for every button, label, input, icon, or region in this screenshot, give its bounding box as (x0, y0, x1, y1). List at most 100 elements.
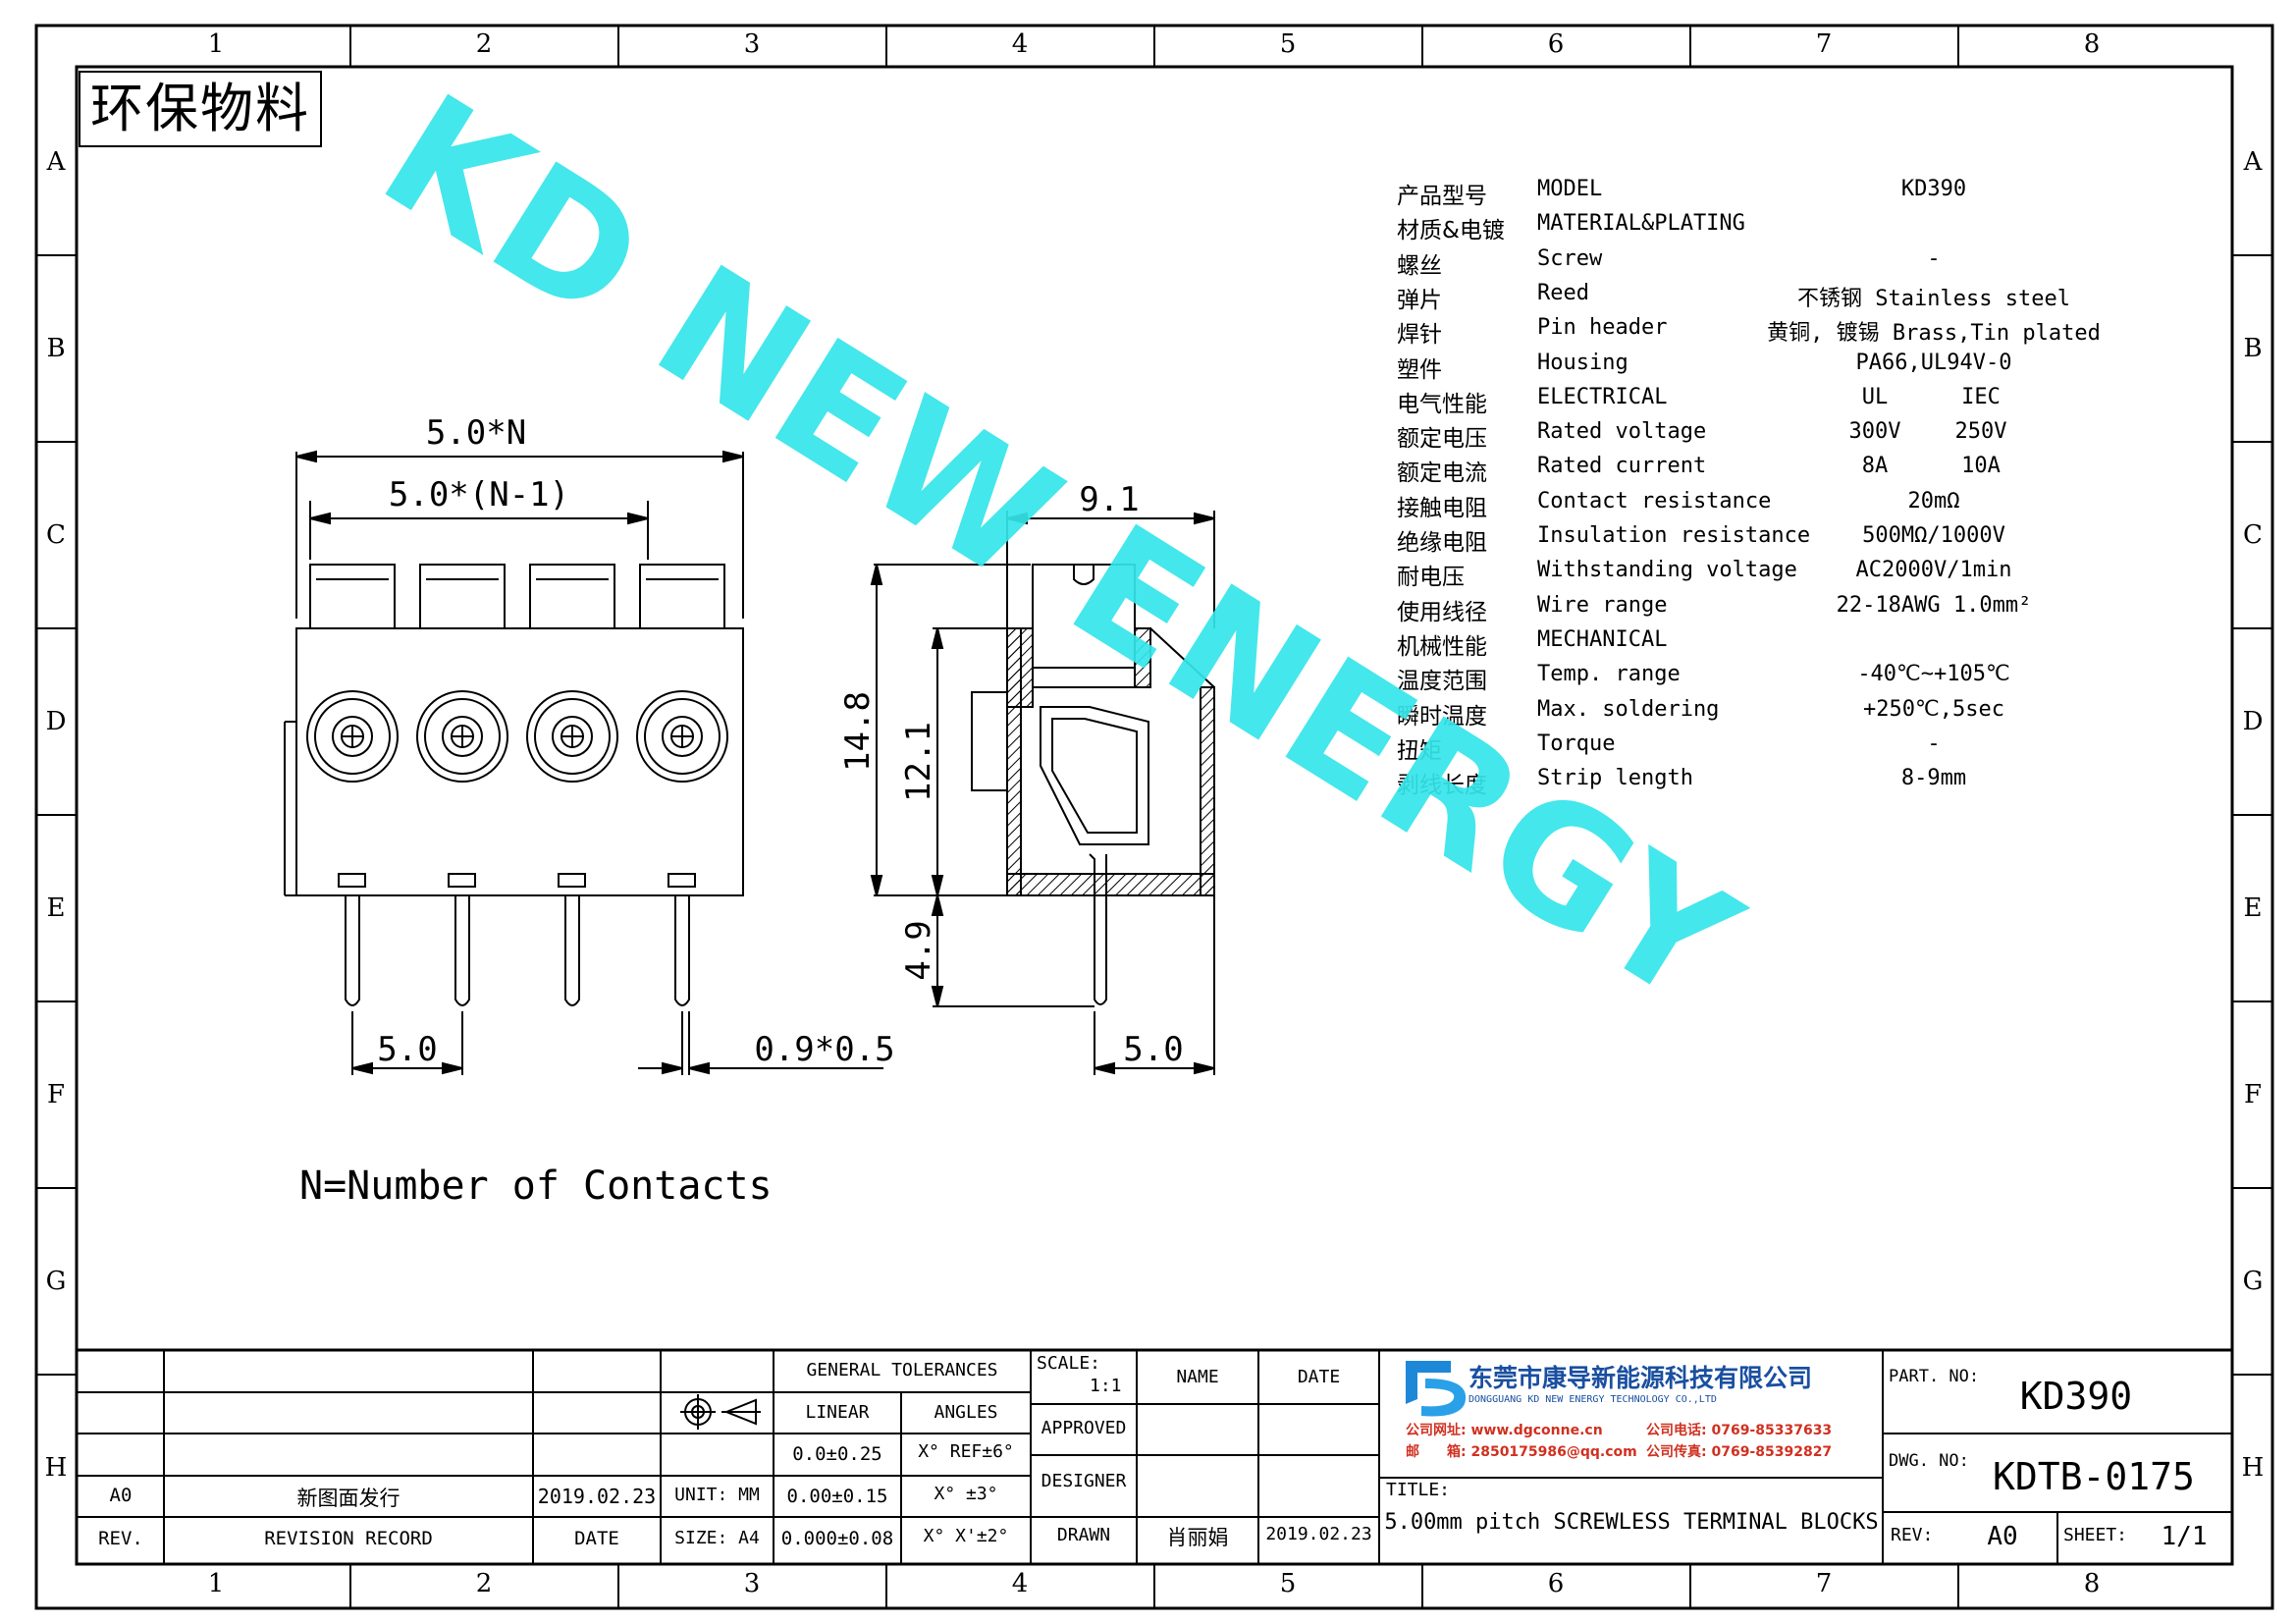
zone-row-d-right: D (2242, 707, 2264, 736)
zone-row-h-right: H (2241, 1453, 2265, 1483)
spec-label-en: Wire range (1537, 593, 1668, 618)
zone-col-4-top: 4 (1011, 29, 1029, 59)
zone-col-8-top: 8 (2083, 29, 2101, 59)
linear-label: LINEAR (805, 1402, 870, 1423)
company-name-en: DONGGUANG KD NEW ENERGY TECHNOLOGY CO.,L… (1468, 1394, 1717, 1405)
rev-date-label: DATE (574, 1528, 619, 1549)
spec-label-en: Withstanding voltage (1537, 558, 1797, 582)
spec-label-cn: 螺丝 (1397, 253, 1442, 279)
tol-linear-1: 0.0±0.25 (792, 1443, 882, 1465)
zone-row-a-right: A (2243, 147, 2263, 177)
drawn-label: DRAWN (1056, 1525, 1111, 1545)
dim-overall-width: 5.0*N (426, 413, 526, 453)
spec-label-en: Screw (1537, 246, 1603, 271)
tol-angle-1: X° REF±6° (918, 1441, 1014, 1462)
spec-label-cn: 绝缘电阻 (1397, 530, 1487, 556)
spec-label-cn: 剥线长度 (1397, 773, 1487, 798)
part-number: KD390 (2019, 1375, 2133, 1418)
spec-label-en: MATERIAL&PLATING (1537, 211, 1745, 236)
spec-label-cn: 瞬时温度 (1397, 704, 1487, 730)
sheet-value: 1/1 (2161, 1522, 2208, 1551)
dim-side-pitch: 5.0 (1123, 1030, 1183, 1069)
name-column-label: NAME (1176, 1367, 1219, 1387)
zone-col-3-top: 3 (743, 29, 761, 59)
spec-label-cn: 耐电压 (1397, 565, 1465, 590)
spec-value: - (1927, 731, 1941, 756)
zone-col-5-bottom: 5 (1279, 1569, 1297, 1598)
spec-label-en: Rated voltage (1537, 419, 1707, 444)
part-no-label: PART. NO: (1889, 1367, 1980, 1386)
spec-value-iec: IEC (1961, 385, 2001, 409)
spec-label-en: MODEL (1537, 177, 1603, 201)
spec-value: 22-18AWG 1.0mm² (1836, 593, 2032, 618)
zone-col-7-bottom: 7 (1815, 1569, 1833, 1598)
dim-pin-pitch: 5.0 (377, 1030, 437, 1069)
revision-record-label: REVISION RECORD (264, 1528, 433, 1549)
title-label: TITLE: (1386, 1480, 1451, 1500)
contacts-note: N=Number of Contacts (299, 1163, 773, 1209)
zone-col-4-bottom: 4 (1011, 1569, 1029, 1598)
zone-row-g-right: G (2242, 1267, 2264, 1296)
spec-value-ul: 8A (1861, 454, 1889, 478)
spec-label-en: Housing (1537, 351, 1629, 375)
zone-row-b-right: B (2243, 334, 2263, 363)
zone-row-f-left: F (46, 1080, 66, 1109)
eco-material-label: 环保物料 (79, 71, 322, 147)
spec-value: +250℃,5sec (1863, 697, 2004, 722)
zone-col-5-top: 5 (1279, 29, 1297, 59)
zone-row-g-left: G (45, 1267, 67, 1296)
zone-row-e-left: E (46, 893, 66, 923)
spec-value: - (1927, 246, 1941, 271)
date-column-label: DATE (1297, 1367, 1341, 1387)
zone-col-3-bottom: 3 (743, 1569, 761, 1598)
spec-label-cn: 焊针 (1397, 322, 1442, 348)
dwg-no-label: DWG. NO: (1889, 1451, 1969, 1471)
rev-date: 2019.02.23 (537, 1485, 657, 1508)
zone-col-1-bottom: 1 (207, 1569, 225, 1598)
designer-label: DESIGNER (1041, 1471, 1127, 1491)
spec-value-iec: 250V (1954, 419, 2007, 444)
spec-label-en: Rated current (1537, 454, 1707, 478)
dim-total-height: 14.8 (838, 691, 878, 772)
dim-pitch-span: 5.0*(N-1) (389, 475, 569, 514)
spec-label-cn: 额定电流 (1397, 460, 1487, 486)
spec-label-cn: 塑件 (1397, 357, 1442, 383)
dim-pin-section: 0.9*0.5 (754, 1030, 894, 1069)
rev-description: 新图面发行 (296, 1487, 400, 1510)
tol-angle-2: X° ±3° (934, 1484, 998, 1504)
general-tolerances-label: GENERAL TOLERANCES (806, 1360, 998, 1380)
zone-row-e-right: E (2243, 893, 2263, 923)
spec-label-en: Torque (1537, 731, 1616, 756)
spec-value: AC2000V/1min (1855, 558, 2012, 582)
spec-value: -40℃~+105℃ (1857, 662, 2010, 686)
spec-label-cn: 扭矩 (1397, 738, 1442, 764)
zone-row-b-left: B (46, 334, 66, 363)
spec-label-cn: 温度范围 (1397, 669, 1487, 694)
spec-label-cn: 额定电压 (1397, 426, 1487, 452)
scale-value: 1:1 (1090, 1376, 1122, 1396)
tol-linear-2: 0.00±0.15 (786, 1486, 888, 1507)
company-email: 邮 箱: 2850175986@qq.com (1406, 1444, 1637, 1460)
company-fax: 公司传真: 0769-85392827 (1646, 1444, 1833, 1460)
zone-row-d-left: D (45, 707, 67, 736)
zone-row-c-left: C (46, 520, 66, 550)
company-logo (1406, 1361, 1467, 1417)
spec-label-cn: 产品型号 (1397, 184, 1487, 209)
zone-row-f-right: F (2243, 1080, 2263, 1109)
rev-label: REV. (98, 1528, 143, 1549)
spec-label-cn: 接触电阻 (1397, 496, 1487, 521)
spec-value: 500MΩ/1000V (1862, 523, 2005, 548)
rev-code: A0 (109, 1485, 133, 1506)
size-label: SIZE: A4 (674, 1528, 760, 1548)
approved-label: APPROVED (1041, 1418, 1127, 1438)
drawing-number: KDTB-0175 (1993, 1455, 2195, 1498)
spec-value: 黄铜, 镀锡 Brass,Tin plated (1767, 321, 2101, 346)
zone-row-h-left: H (44, 1453, 68, 1483)
tol-angle-3: X° X'±2° (923, 1526, 1009, 1546)
company-website: 公司网址: www.dgconne.cn (1406, 1423, 1603, 1438)
spec-value: 8-9mm (1900, 766, 1967, 790)
zone-col-1-top: 1 (207, 29, 225, 59)
dim-pin-length: 4.9 (899, 920, 938, 980)
